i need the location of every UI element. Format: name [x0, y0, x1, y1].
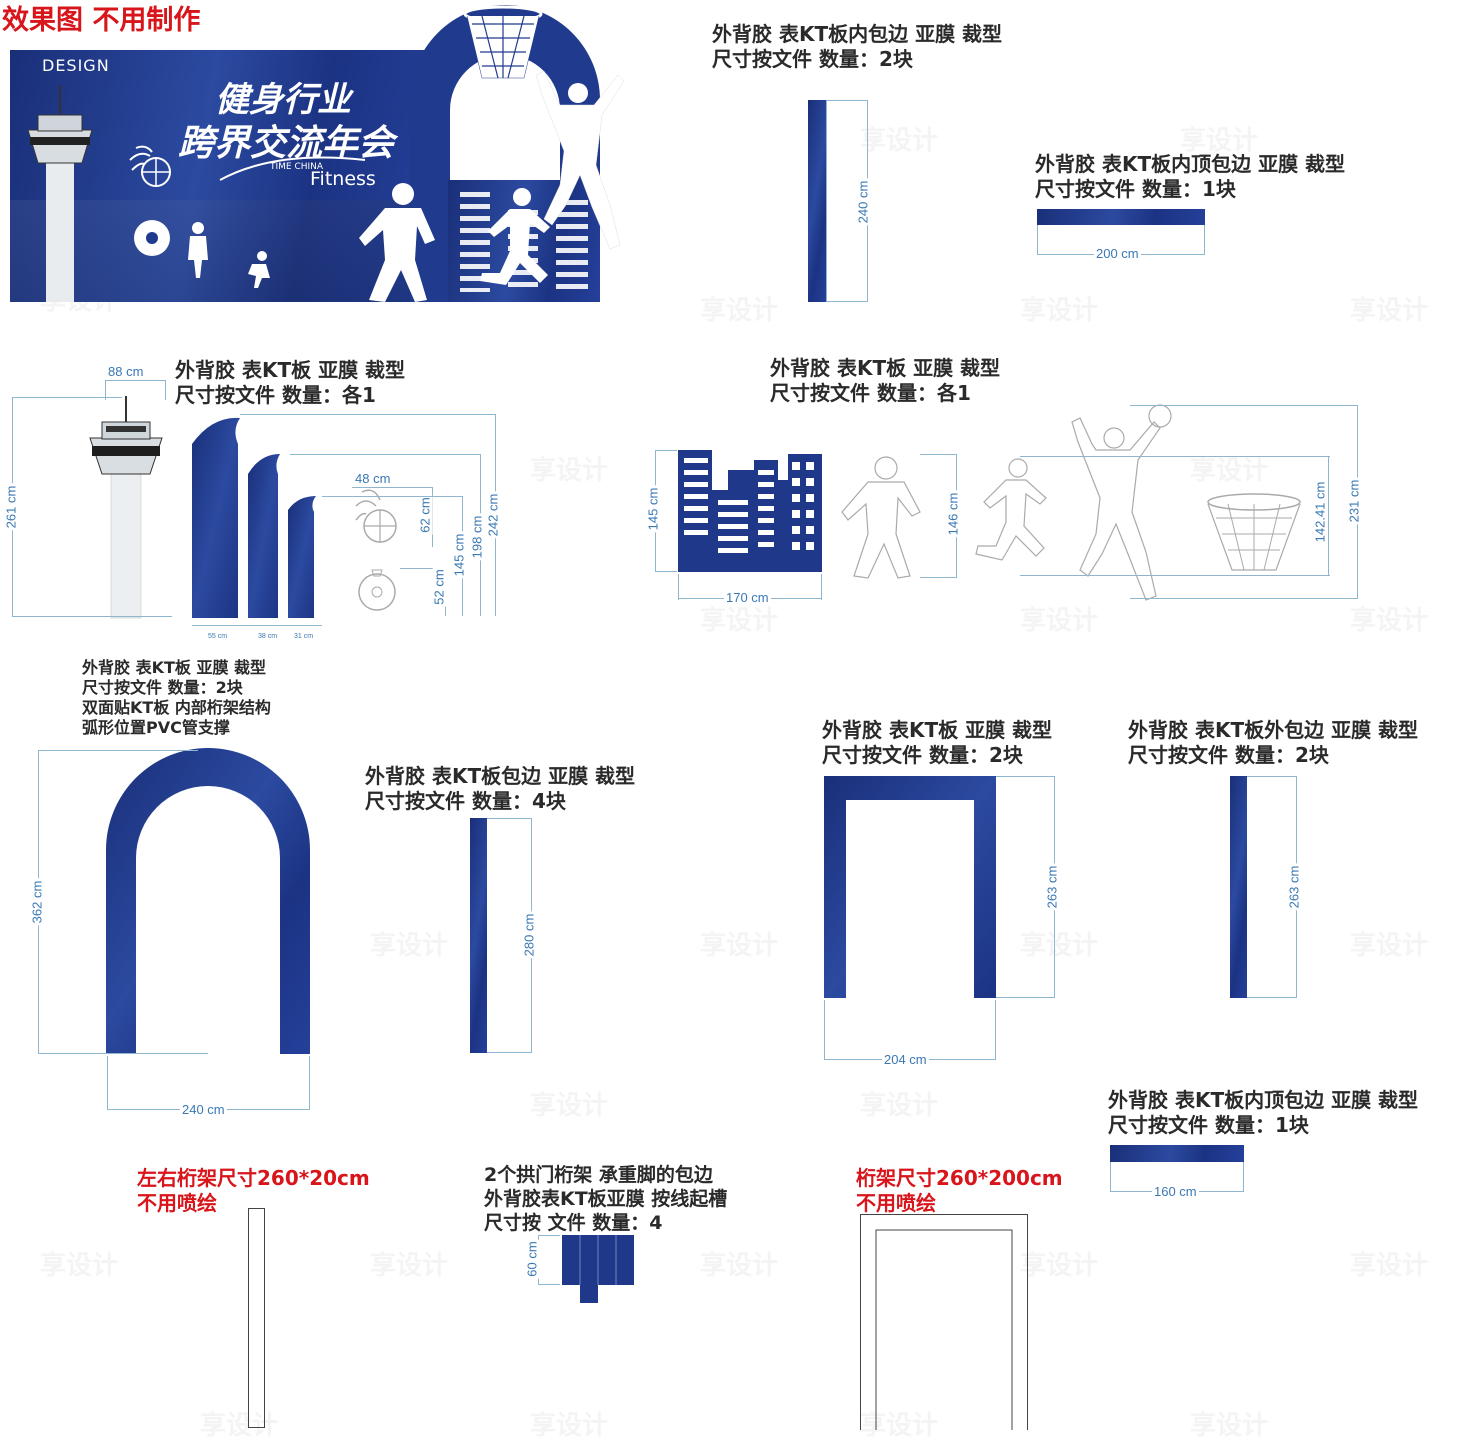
watermark: 享设计	[700, 931, 779, 961]
paddle-icon	[134, 220, 170, 256]
watermark: 享设计	[860, 126, 939, 156]
dim-panel-31: 31 cm	[292, 633, 316, 641]
dim-group-height: 231 cm	[1346, 477, 1362, 525]
render-sub-large: Fitness	[310, 168, 376, 190]
render-player-dunk	[535, 57, 630, 250]
arch-panel	[106, 748, 310, 1054]
beam-bottom-panel	[1110, 1145, 1244, 1162]
note-tower-group: 外背胶 表KT板 亚膜 裁型 尺寸按文件 数量：各1	[175, 358, 406, 407]
dim-pillar-height: 240 cm	[855, 178, 871, 226]
watermark: 享设计	[860, 1091, 939, 1121]
beam-panel	[1037, 209, 1205, 225]
dim-paddle-height: 52 cm	[431, 567, 447, 607]
watermark: 享设计	[700, 606, 779, 636]
dim-player-height: 146 cm	[945, 490, 961, 538]
render-title-line1: 健身行业	[215, 80, 351, 120]
render-player-dribble	[359, 183, 435, 302]
render-tower	[27, 85, 93, 302]
render-wall	[10, 50, 430, 302]
watermark: 享设计	[1350, 931, 1429, 961]
tabletennis-player-icon	[188, 222, 208, 278]
hoop-outline	[1207, 493, 1301, 571]
dim-145: 145 cm	[451, 531, 467, 579]
dim-hoop-height: 142.41 cm	[1312, 479, 1328, 545]
city-cutout	[678, 450, 822, 572]
note-pillar-top: 外背胶 表KT板内包边 亚膜 裁型 尺寸按文件 数量：2块	[712, 22, 1003, 71]
dim-tower-width: 88 cm	[106, 364, 146, 379]
watermark: 享设计	[1020, 1251, 1099, 1281]
watermark: 享设计	[1020, 296, 1099, 326]
watermark: 享设计	[530, 1091, 609, 1121]
dim-frame-height: 263 cm	[1044, 863, 1060, 911]
tower-cutout	[89, 396, 163, 619]
note-beam-bottom: 外背胶 表KT板内顶包边 亚膜 裁型 尺寸按文件 数量：1块	[1108, 1088, 1419, 1137]
dim-arch-width: 240 cm	[180, 1102, 227, 1117]
watermark: 享设计	[1350, 296, 1429, 326]
pillar-panel	[808, 100, 826, 302]
dim-198: 198 cm	[469, 513, 485, 561]
arch-strip-panel	[470, 818, 487, 1053]
dim-feet-height: 60 cm	[524, 1239, 540, 1279]
render-logo: DESIGN	[42, 56, 110, 75]
watermark: 享设计	[530, 1411, 609, 1441]
note-beam-top: 外背胶 表KT板内顶包边 亚膜 裁型 尺寸按文件 数量：1块	[1035, 152, 1346, 201]
note-truss-frame: 桁架尺寸260*200cm 不用喷绘	[856, 1166, 1063, 1215]
dim-city-width: 170 cm	[724, 590, 771, 605]
watermark: 享设计	[700, 1251, 779, 1281]
truss-frame-outline	[860, 1214, 1028, 1430]
frame-strip-panel	[1230, 776, 1247, 998]
watermark: 享设计	[40, 1251, 119, 1281]
watermark: 享设计	[1190, 456, 1269, 486]
paddle-outline	[358, 569, 396, 611]
note-arch: 外背胶 表KT板 亚膜 裁型 尺寸按文件 数量：2块 双面贴KT板 内部桁架结构…	[82, 658, 271, 737]
truss-side-outline	[248, 1208, 265, 1428]
dim-arch-strip-height: 280 cm	[521, 911, 537, 959]
dim-frame-width: 204 cm	[882, 1052, 929, 1067]
dim-beam-bottom-width: 160 cm	[1152, 1184, 1199, 1199]
dim-ball-height: 62 cm	[417, 495, 433, 535]
dim-242: 242 cm	[485, 491, 501, 539]
runner-small-icon	[248, 251, 270, 288]
render-player-run	[480, 188, 550, 285]
note-arch-strip: 外背胶 表KT板包边 亚膜 裁型 尺寸按文件 数量：4块	[365, 764, 636, 813]
watermark: 享设计	[200, 1411, 279, 1441]
render-sub-small: TIME CHINA	[270, 162, 324, 172]
dim-arch-height: 362 cm	[29, 878, 45, 926]
watermark: 享设计	[530, 456, 609, 486]
player-dunk-outline	[1071, 404, 1172, 601]
player-dribble-outline	[841, 456, 921, 579]
watermark: 享设计	[1350, 606, 1429, 636]
note-truss-side: 左右桁架尺寸260*20cm 不用喷绘	[137, 1166, 370, 1215]
watermark: 享设计	[370, 1251, 449, 1281]
frame-panel	[824, 776, 996, 998]
watermark: 享设计	[370, 931, 449, 961]
dim-panel-55: 55 cm	[206, 633, 230, 641]
dim-tower-height: 261 cm	[3, 483, 19, 531]
render-arch	[410, 5, 600, 302]
watermark: 享设计	[1020, 931, 1099, 961]
page-title: 效果图 不用制作	[2, 5, 201, 36]
feet-panel	[562, 1235, 634, 1303]
dim-panel-38: 38 cm	[256, 633, 280, 641]
flaming-ball-outline	[355, 489, 397, 543]
dim-beam-width: 200 cm	[1094, 246, 1141, 261]
curved-panels	[192, 417, 316, 618]
note-city-group: 外背胶 表KT板 亚膜 裁型 尺寸按文件 数量：各1	[770, 356, 1001, 405]
watermark: 享设计	[1350, 1251, 1429, 1281]
note-frame-strip: 外背胶 表KT板外包边 亚膜 裁型 尺寸按文件 数量：2块	[1128, 718, 1419, 767]
dim-ball-width: 48 cm	[353, 471, 393, 486]
player-run-outline	[975, 458, 1047, 561]
dim-frame-strip-height: 263 cm	[1286, 863, 1302, 911]
render-swoosh	[219, 156, 366, 181]
watermark: 享设计	[1020, 606, 1099, 636]
watermark: 享设计	[700, 296, 779, 326]
note-frame: 外背胶 表KT板 亚膜 裁型 尺寸按文件 数量：2块	[822, 718, 1053, 767]
watermark: 享设计	[1190, 1411, 1269, 1441]
note-feet: 2个拱门桁架 承重脚的包边 外背胶表KT板亚膜 按线起槽 尺寸按 文件 数量：4	[484, 1164, 728, 1234]
render-title-line2: 跨界交流年会	[178, 123, 395, 164]
watermark: 享设计	[1180, 126, 1259, 156]
flaming-basketball-icon	[129, 145, 171, 187]
render-hoop	[463, 5, 543, 79]
dim-city-height: 145 cm	[645, 485, 661, 533]
